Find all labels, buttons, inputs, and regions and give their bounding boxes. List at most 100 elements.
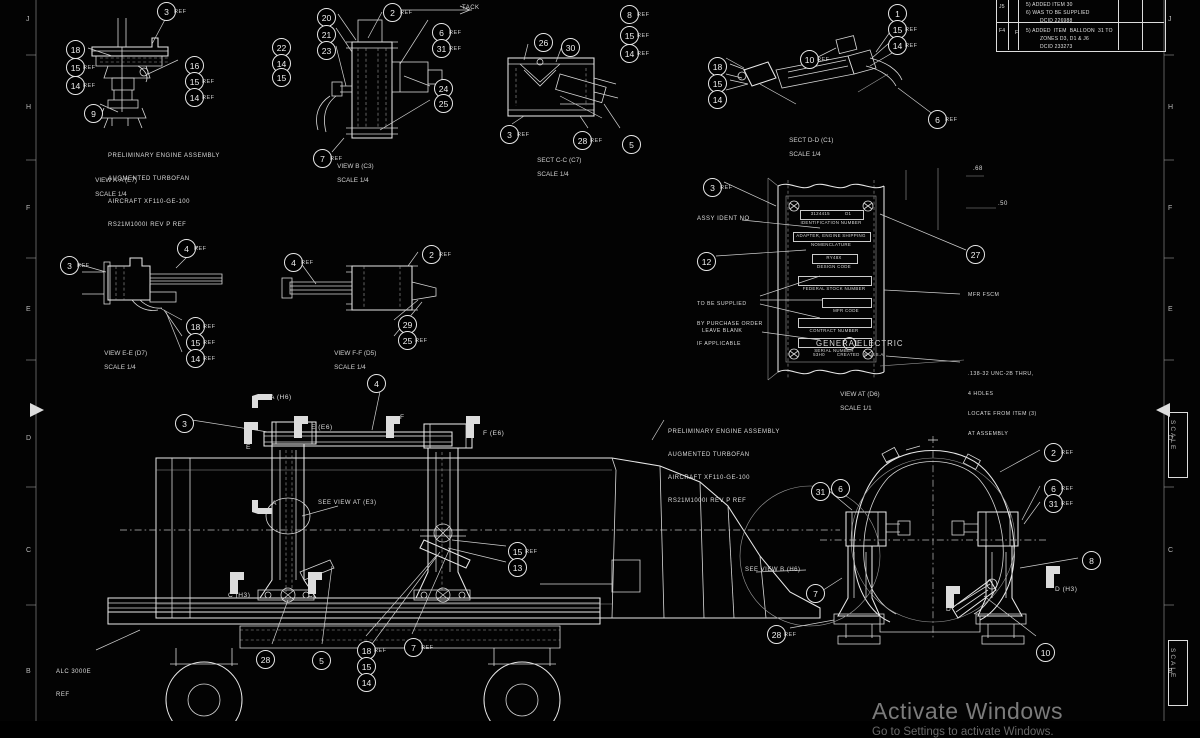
item-balloon-ref-label: REF [202,95,215,101]
item-balloon-2: 2 [422,245,441,264]
item-balloon-10: 10 [1036,643,1055,662]
item-balloon-27: 27 [966,245,985,264]
view-title-text: VIEW F-F (D5) [334,350,377,357]
item-balloon-30: 30 [561,38,580,57]
note-line: PRELIMINARY ENGINE ASSEMBLY [108,153,220,160]
item-balloon-31: 31 [811,482,830,501]
item-balloon-number: 14 [361,677,372,688]
item-balloon-number: 8 [627,9,632,20]
item-balloon-number: 21 [321,29,332,40]
item-balloon-number: 4 [291,257,296,268]
item-balloon-ref-label: REF [817,57,830,63]
item-balloon-28: 28 [573,131,592,150]
ge-monogram-icon [843,337,856,350]
note-line: LOCATE FROM ITEM (3) [968,411,1037,418]
revision-row-1-desc2: 6) WAS TO BE SUPPLIED [1026,10,1090,16]
revision-block [996,0,1166,52]
zone-right-b: B [1168,668,1173,675]
note-tack: TACK [462,5,480,11]
item-balloon-ref-label: REF [415,338,428,344]
view-scale-text: SCALE 1/4 [334,364,366,371]
note-assy-ident-no: ASSY IDENT NO [697,216,750,222]
view-title-c-c: SECT C-C (C7) SCALE 1/4 [530,150,581,185]
item-balloon-number: 28 [771,629,782,640]
item-balloon-number: 10 [1040,647,1051,658]
section-marker-d-h3: D (H3) [1055,586,1078,593]
revision-row-2-desc2: ZONES D3, D1 & J6 [1040,36,1089,42]
nameplate-label-2: NOMENCLATURE [810,242,852,247]
item-balloon-number: 14 [624,48,635,59]
revision-row-1-zone: J5 [999,4,1005,10]
item-balloon-number: 15 [189,76,200,87]
view-scale-text: SCALE 1/4 [337,177,369,184]
item-balloon-4: 4 [367,374,386,393]
nameplate-screws [788,200,874,360]
item-balloon-7: 7 [313,149,332,168]
nameplate-label-3: DESIGN CODE [816,264,852,269]
item-balloon-ref-label: REF [1061,486,1074,492]
item-balloon-number: 9 [91,108,96,119]
section-marker-a-h6: A (H6) [270,394,292,401]
item-balloon-ref-label: REF [330,156,343,162]
item-balloon-number: 4 [184,243,189,254]
item-balloon-number: 31 [436,43,447,54]
watermark-subtitle: Go to Settings to activate Windows. [872,726,1054,738]
item-balloon-14: 14 [357,673,376,692]
item-balloon-number: 4 [374,378,379,389]
item-balloon-ref-label: REF [174,9,187,15]
item-balloon-number: 15 [892,24,903,35]
view-title-f-f: VIEW F-F (D5) SCALE 1/4 [327,343,376,378]
item-balloon-10: 10 [800,50,819,69]
zone-left-h: H [26,104,32,111]
item-balloon-number: 15 [70,62,81,73]
item-balloon-ref-label: REF [905,43,918,49]
item-balloon-number: 14 [276,58,287,69]
drawing-artwork [26,0,1174,721]
item-balloon-number: 6 [1051,483,1056,494]
section-marker-d: D [946,606,952,613]
section-marker-a: A [272,500,277,507]
note-line: IF APPLICABLE [697,341,741,348]
view-scale-text: SCALE 1/4 [789,151,821,158]
note-line: AUGMENTED TURBOFAN [108,176,190,183]
item-balloon-number: 3 [710,182,715,193]
item-balloon-2: 2 [383,3,402,22]
view-scale-text: SCALE 1/4 [104,364,136,371]
item-balloon-number: 15 [190,337,201,348]
note-line: RS21M1000I REV P REF [108,222,187,229]
item-balloon-number: 6 [439,27,444,38]
item-balloon-14: 14 [620,44,639,63]
watermark-title: Activate Windows [872,698,1064,724]
item-balloon-number: 6 [935,114,940,125]
item-balloon-ref-label: REF [1061,450,1074,456]
item-balloon-number: 15 [512,546,523,557]
note-alc-ref: ALC 3000E REF [56,654,91,715]
note-line: ALC 3000E [56,669,92,676]
note-thread-callout: .138-32 UNC-2B THRU, 4 HOLES LOCATE FROM… [968,358,1037,451]
zone-left-j: J [26,16,30,23]
item-balloon-7: 7 [404,638,423,657]
item-balloon-number: 16 [189,60,200,71]
revision-row-2-zone: F4 [999,28,1006,34]
nameplate-footer-left: 53H0 [813,352,825,357]
item-balloon-3: 3 [60,256,79,275]
item-balloon-ref-label: REF [439,252,452,258]
item-balloon-3: 3 [500,125,519,144]
item-balloon-ref-label: REF [194,246,207,252]
item-balloon-number: 28 [577,135,588,146]
item-balloon-31: 31 [432,39,451,58]
item-balloon-ref-label: REF [517,132,530,138]
item-balloon-number: 3 [164,6,169,17]
item-balloon-13: 13 [508,558,527,577]
nameplate-brand-left: GENERAL [816,339,861,348]
item-balloon-number: 7 [411,642,416,653]
item-balloon-number: 10 [804,54,815,65]
item-balloon-number: 18 [361,645,372,656]
item-balloon-14: 14 [708,90,727,109]
zone-right-f: F [1168,205,1173,212]
nameplate-field-1 [800,210,864,220]
item-balloon-28: 28 [767,625,786,644]
item-balloon-3: 3 [157,2,176,21]
item-balloon-number: 15 [712,78,723,89]
view-title-text: SECT C-C (C7) [537,157,582,164]
